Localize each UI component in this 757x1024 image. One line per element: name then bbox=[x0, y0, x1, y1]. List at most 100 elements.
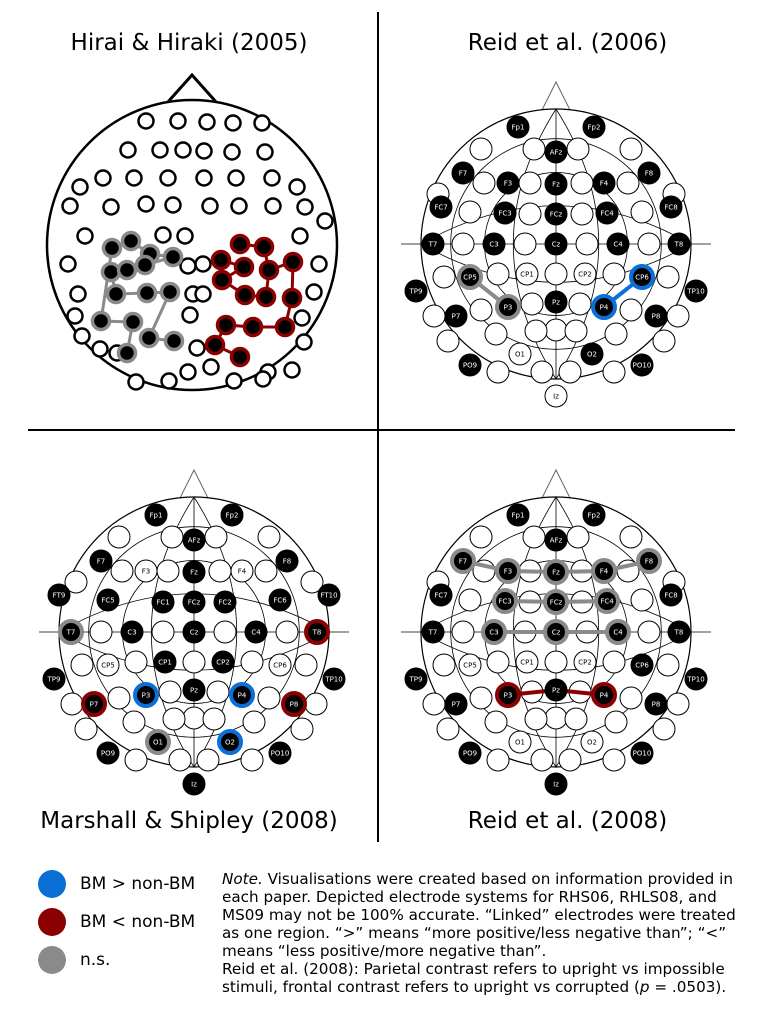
electrode-label-p8: P8 bbox=[290, 701, 299, 709]
electrode-fc1 bbox=[151, 590, 175, 614]
electrode-fc3 bbox=[492, 588, 518, 614]
electrode-label-f8: F8 bbox=[283, 558, 291, 566]
electrode-open bbox=[151, 141, 169, 159]
electrode-filler bbox=[616, 171, 640, 195]
electrode-gray bbox=[162, 246, 184, 268]
legend-label-blue: BM > non-BM bbox=[80, 874, 196, 894]
electrode-label-fc3: FC3 bbox=[498, 598, 511, 606]
electrode-filler bbox=[107, 686, 131, 710]
electrode-open bbox=[119, 141, 137, 159]
electrode-filler bbox=[619, 686, 643, 710]
electrode-filler bbox=[469, 298, 493, 322]
electrode-filler bbox=[122, 710, 146, 734]
electrode-f7 bbox=[451, 161, 475, 185]
electrode-filler bbox=[486, 748, 510, 772]
electrode-open bbox=[194, 285, 212, 303]
electrode-label-pz: Pz bbox=[190, 687, 198, 695]
electrode-filler bbox=[89, 620, 113, 644]
electrode-open bbox=[263, 169, 281, 187]
electrode-open bbox=[160, 372, 178, 390]
electrode-label-iz: Iz bbox=[553, 781, 559, 789]
electrode-fc3 bbox=[493, 201, 517, 225]
electrode-gray bbox=[120, 230, 142, 252]
electrode-filler bbox=[242, 710, 266, 734]
electrode-fp2 bbox=[220, 503, 244, 527]
electrode-filler bbox=[240, 650, 264, 674]
electrode-filler bbox=[486, 360, 510, 384]
electrode-filler bbox=[656, 653, 680, 677]
electrode-o1 bbox=[508, 730, 532, 754]
electrode-po9 bbox=[96, 741, 120, 765]
electrode-label-f3: F3 bbox=[504, 180, 512, 188]
electrode-label-f7: F7 bbox=[459, 558, 467, 566]
electrode-tp10 bbox=[684, 667, 708, 691]
legend-swatch-gray bbox=[38, 946, 66, 974]
electrode-filler bbox=[436, 329, 460, 353]
electrode-t7 bbox=[58, 619, 84, 645]
legend-label-gray: n.s. bbox=[80, 950, 111, 970]
electrode-filler bbox=[162, 707, 186, 731]
electrode-tp9 bbox=[42, 667, 66, 691]
electrode-fc8 bbox=[659, 583, 683, 607]
electrode-gray bbox=[105, 283, 127, 305]
electrode-open bbox=[179, 363, 197, 381]
electrode-fz bbox=[543, 559, 569, 585]
electrode-label-afz: AFz bbox=[550, 537, 563, 545]
electrode-open bbox=[137, 112, 155, 130]
electrode-iz bbox=[544, 772, 568, 796]
electrode-f4 bbox=[591, 558, 617, 584]
electrode-open bbox=[102, 198, 120, 216]
electrode-filler bbox=[558, 748, 582, 772]
electrode-label-fz: Fz bbox=[190, 569, 198, 577]
electrode-open bbox=[254, 370, 272, 388]
electrode-label-c3: C3 bbox=[127, 629, 136, 637]
electrode-pz bbox=[544, 290, 568, 314]
electrode-open bbox=[202, 358, 220, 376]
electrode-c4 bbox=[605, 619, 631, 645]
electrode-cp5 bbox=[457, 264, 483, 290]
electrode-filler bbox=[484, 710, 508, 734]
electrode-label-c3: C3 bbox=[489, 241, 498, 249]
electrode-label-p4: P4 bbox=[600, 692, 609, 700]
electrode-filler bbox=[637, 232, 661, 256]
electrode-o2 bbox=[580, 342, 604, 366]
electrode-label-fc3: FC3 bbox=[498, 210, 511, 218]
electrode-p7 bbox=[444, 692, 468, 716]
electrode-label-o1: O1 bbox=[153, 739, 163, 747]
electrode-t8 bbox=[304, 619, 330, 645]
electrode-cp2 bbox=[573, 262, 597, 286]
electrode-open bbox=[71, 178, 89, 196]
electrode-gray bbox=[136, 282, 158, 304]
electrode-filler bbox=[619, 137, 643, 161]
electrode-ft10 bbox=[317, 583, 341, 607]
electrode-label-p3: P3 bbox=[142, 692, 151, 700]
electrode-fcz bbox=[543, 589, 569, 615]
electrode-filler bbox=[472, 171, 496, 195]
electrode-filler bbox=[486, 650, 510, 674]
electrode-filler bbox=[604, 322, 628, 346]
electrode-open bbox=[296, 198, 314, 216]
electrode-filler bbox=[602, 360, 626, 384]
electrode-f3 bbox=[495, 558, 521, 584]
electrode-cp2 bbox=[211, 650, 235, 674]
horizontal-divider bbox=[28, 429, 735, 431]
electrode-label-fc4: FC4 bbox=[600, 598, 614, 606]
electrode-filler bbox=[202, 707, 226, 731]
electrode-filler bbox=[575, 232, 599, 256]
electrode-filler bbox=[469, 137, 493, 161]
electrode-filler bbox=[518, 202, 542, 226]
electrode-filler bbox=[275, 620, 299, 644]
electrode-label-fc6: FC6 bbox=[273, 597, 287, 605]
electrode-filler bbox=[558, 360, 582, 384]
electrode-label-c4: C4 bbox=[613, 629, 623, 637]
electrode-o2 bbox=[217, 729, 243, 755]
electrode-open bbox=[73, 327, 91, 345]
electrode-label-iz: Iz bbox=[553, 393, 559, 401]
electrode-filler bbox=[300, 570, 324, 594]
note-paragraph-2: Reid et al. (2008): Parietal contrast re… bbox=[222, 960, 752, 996]
electrode-cp6 bbox=[268, 653, 292, 677]
electrode-label-fc5: FC5 bbox=[101, 597, 114, 605]
electrode-fz bbox=[182, 560, 206, 584]
panel-title-marshall: Marshall & Shipley (2008) bbox=[40, 808, 338, 834]
